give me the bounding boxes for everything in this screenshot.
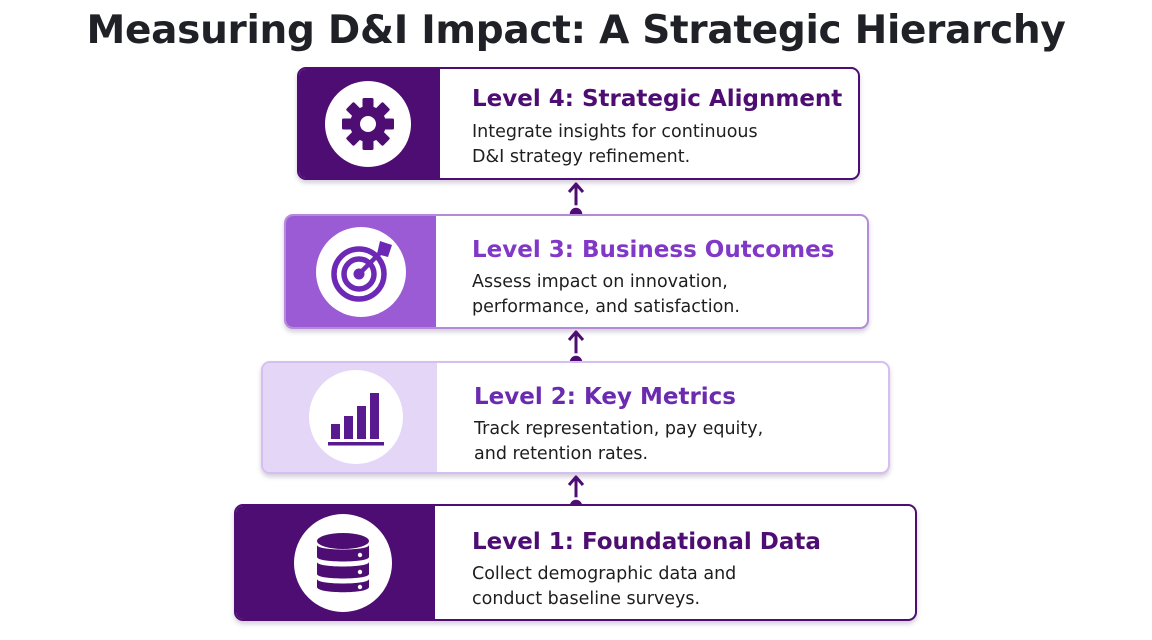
bar-chart-icon xyxy=(328,393,384,446)
level-4-description-line-1: Integrate insights for continuous xyxy=(472,122,758,142)
level-1-heading: Level 1: Foundational Data xyxy=(472,529,821,555)
page-title: Measuring D&I Impact: A Strategic Hierar… xyxy=(86,8,1066,53)
level-2-icon-panel xyxy=(263,363,437,472)
level-1-icon-panel xyxy=(236,506,435,619)
level-4-icon-circle xyxy=(325,81,411,167)
gear-icon xyxy=(342,98,394,150)
level-1-description-line-2: conduct baseline surveys. xyxy=(472,589,701,609)
level-4-heading: Level 4: Strategic Alignment xyxy=(472,86,843,112)
level-3-icon-circle xyxy=(316,227,406,317)
level-2-description-line-2: and retention rates. xyxy=(474,444,649,464)
target-icon xyxy=(331,241,392,302)
level-3-description: Assess impact on innovation, performance… xyxy=(472,270,740,320)
level-3-icon-panel xyxy=(286,216,436,327)
level-1-card: Level 1: Foundational Data Collect demog… xyxy=(234,504,917,621)
level-2-description-line-1: Track representation, pay equity, xyxy=(474,419,764,439)
level-1-description: Collect demographic data and conduct bas… xyxy=(472,562,736,612)
level-3-description-line-1: Assess impact on innovation, xyxy=(472,272,728,292)
level-4-card: Level 4: Strategic Alignment Integrate i… xyxy=(297,67,860,180)
level-3-heading: Level 3: Business Outcomes xyxy=(472,237,835,263)
level-2-card: Level 2: Key Metrics Track representatio… xyxy=(261,361,890,474)
level-1-description-line-1: Collect demographic data and xyxy=(472,564,737,584)
database-icon xyxy=(317,533,369,593)
level-2-description: Track representation, pay equity, and re… xyxy=(474,417,763,467)
level-3-card: Level 3: Business Outcomes Assess impact… xyxy=(284,214,869,329)
level-4-description-line-2: D&I strategy refinement. xyxy=(472,147,691,167)
level-3-description-line-2: performance, and satisfaction. xyxy=(472,297,740,317)
level-4-description: Integrate insights for continuous D&I st… xyxy=(472,120,758,170)
level-1-icon-circle xyxy=(294,514,392,612)
level-4-icon-panel xyxy=(299,69,440,178)
level-2-icon-circle xyxy=(309,370,403,464)
level-2-heading: Level 2: Key Metrics xyxy=(474,384,736,410)
